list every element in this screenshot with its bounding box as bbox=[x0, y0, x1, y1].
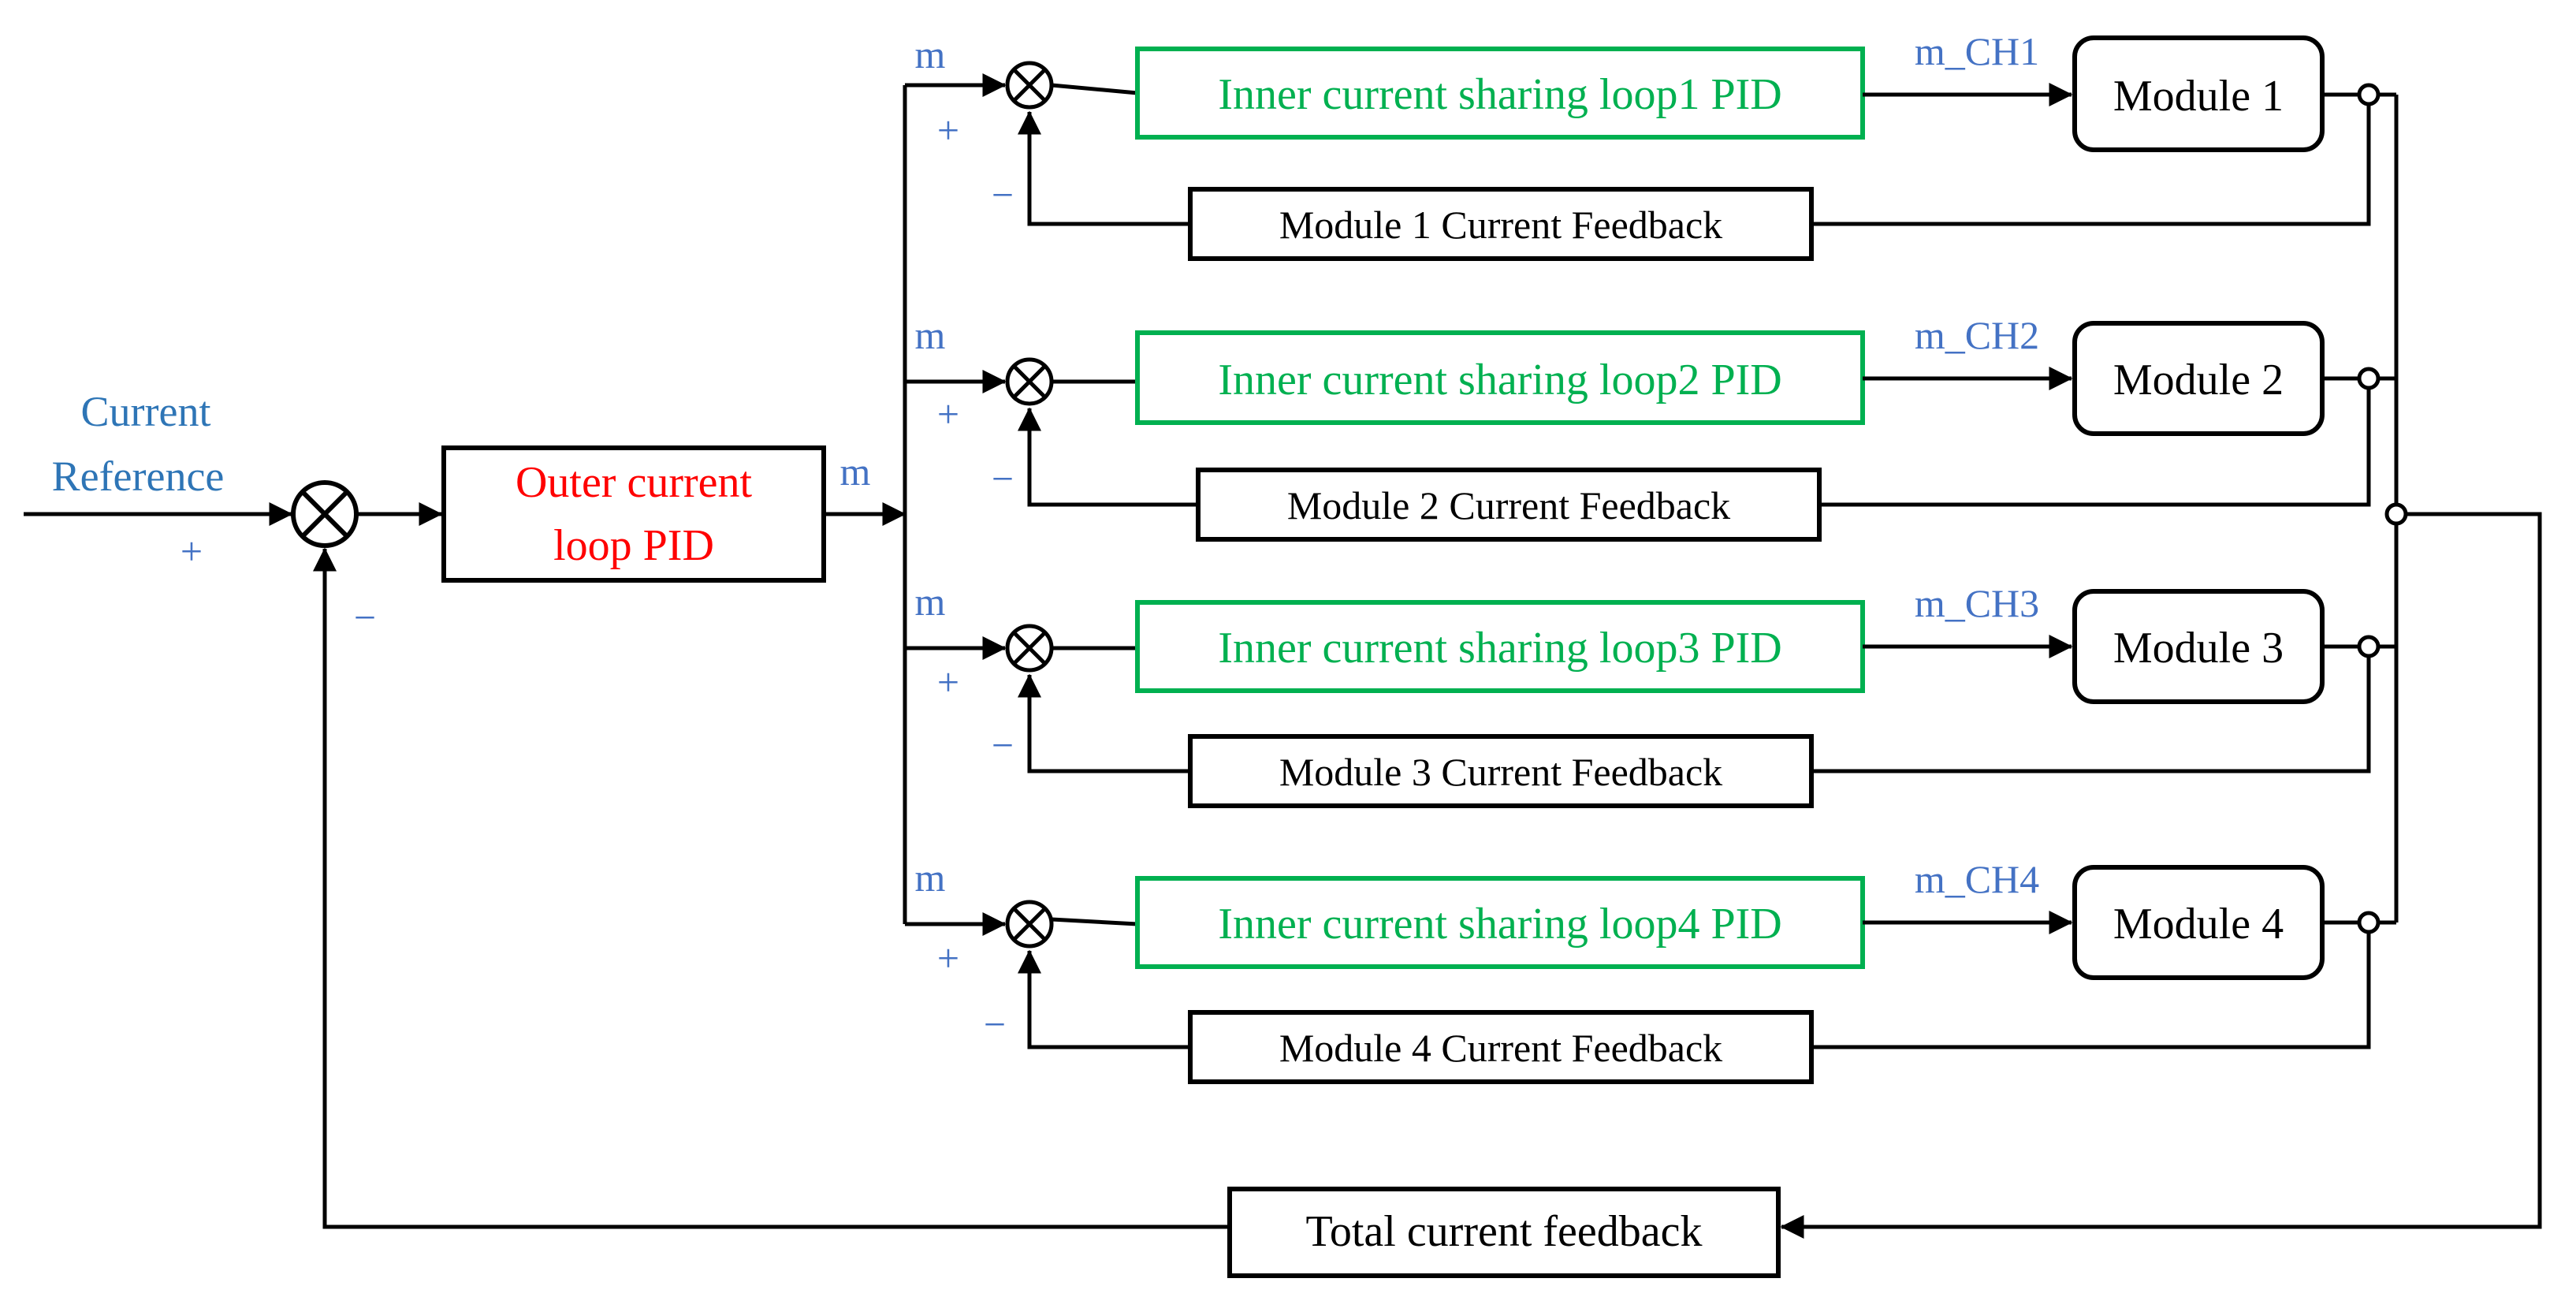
branch-3-plus-sign: + bbox=[937, 660, 959, 704]
branch-1-feedback-label: Module 1 Current Feedback bbox=[1279, 203, 1722, 247]
current-reference-label-line2: Reference bbox=[52, 453, 225, 500]
branch-2-inner-pid-block bbox=[1135, 330, 1865, 425]
branch-1-channel-label: m_CH1 bbox=[1915, 29, 2039, 73]
branch-2-feedback-block bbox=[1196, 468, 1822, 542]
branch-1-inner-pid-label: Inner current sharing loop1 PID bbox=[1218, 70, 1781, 119]
branch-3: m + − Inner current sharing loop3 PID m_… bbox=[905, 580, 2396, 808]
branch-4-m-label: m bbox=[915, 855, 946, 900]
branch-3-feedback-label: Module 3 Current Feedback bbox=[1279, 750, 1722, 794]
outer-pid-label-line2: loop PID bbox=[553, 521, 714, 570]
branch-1-plus-sign: + bbox=[937, 108, 959, 152]
branch-2-summing-junction bbox=[1005, 357, 1054, 406]
branch-2-m-label: m bbox=[915, 313, 946, 357]
branch-3-takeoff-node bbox=[2357, 635, 2381, 658]
branch-2-takeoff-node bbox=[2357, 367, 2381, 390]
branch-3-summing-junction bbox=[1005, 624, 1054, 673]
total-current-feedback-block bbox=[1227, 1187, 1781, 1278]
branch-2-minus-sign: − bbox=[992, 457, 1014, 501]
module-1-label: Module 1 bbox=[2113, 72, 2284, 121]
branch-1-m-label: m bbox=[915, 32, 946, 76]
branch-4-inner-pid-block bbox=[1135, 876, 1865, 969]
current-reference-label-line1: Current bbox=[81, 388, 211, 435]
branch-3-inner-pid-block bbox=[1135, 600, 1865, 693]
branch-4-minus-sign: − bbox=[984, 1002, 1006, 1046]
branch-2-channel-label: m_CH2 bbox=[1915, 313, 2039, 357]
branch-1-minus-sign: − bbox=[992, 173, 1014, 217]
module-2-label: Module 2 bbox=[2113, 356, 2284, 404]
total-feedback-return-wire bbox=[313, 547, 1230, 1229]
main-plus-sign: + bbox=[181, 529, 203, 573]
branch-4: m + − Inner current sharing loop4 PID m_… bbox=[905, 855, 2396, 1084]
branch-3-feedback-block bbox=[1188, 734, 1814, 808]
branch-1-takeoff-node bbox=[2357, 83, 2381, 106]
branch-3-minus-sign: − bbox=[992, 723, 1014, 767]
branch-1: m + − Inner current sharing loop1 PID m_… bbox=[905, 29, 2396, 261]
main-minus-sign: − bbox=[354, 595, 376, 639]
outer-pid-label-line1: Outer current bbox=[516, 458, 753, 507]
outer-current-loop-pid-block: Outer current loop PID bbox=[441, 445, 826, 583]
branch-2: m + − Inner current sharing loop2 PID m_… bbox=[905, 313, 2396, 542]
branch-3-inner-pid-label: Inner current sharing loop3 PID bbox=[1218, 624, 1781, 673]
total-current-feedback-label: Total current feedback bbox=[1306, 1207, 1703, 1256]
total-feedback-outer-wire bbox=[1780, 512, 2542, 1239]
branch-2-plus-sign: + bbox=[937, 392, 959, 436]
branch-2-inner-pid-label: Inner current sharing loop2 PID bbox=[1218, 356, 1781, 404]
module-3-label: Module 3 bbox=[2113, 624, 2284, 673]
outer-pid-output-label: m bbox=[840, 449, 871, 494]
branch-1-feedback-block bbox=[1188, 187, 1814, 261]
branch-4-channel-label: m_CH4 bbox=[1915, 857, 2039, 901]
branch-1-summing-junction bbox=[1005, 61, 1054, 110]
branch-4-feedback-block bbox=[1188, 1010, 1814, 1084]
branch-2-feedback-label: Module 2 Current Feedback bbox=[1287, 483, 1730, 527]
main-summing-junction bbox=[291, 480, 359, 548]
branch-4-summing-junction bbox=[1005, 900, 1054, 949]
branch-4-feedback-label: Module 4 Current Feedback bbox=[1279, 1026, 1722, 1070]
branch-3-channel-label: m_CH3 bbox=[1915, 581, 2039, 625]
branch-3-m-label: m bbox=[915, 580, 946, 624]
branch-4-takeoff-node bbox=[2357, 911, 2381, 934]
total-current-takeoff-node bbox=[2384, 502, 2408, 526]
branch-4-inner-pid-label: Inner current sharing loop4 PID bbox=[1218, 900, 1781, 949]
module-4-label: Module 4 bbox=[2113, 900, 2284, 949]
branch-4-plus-sign: + bbox=[937, 936, 959, 980]
